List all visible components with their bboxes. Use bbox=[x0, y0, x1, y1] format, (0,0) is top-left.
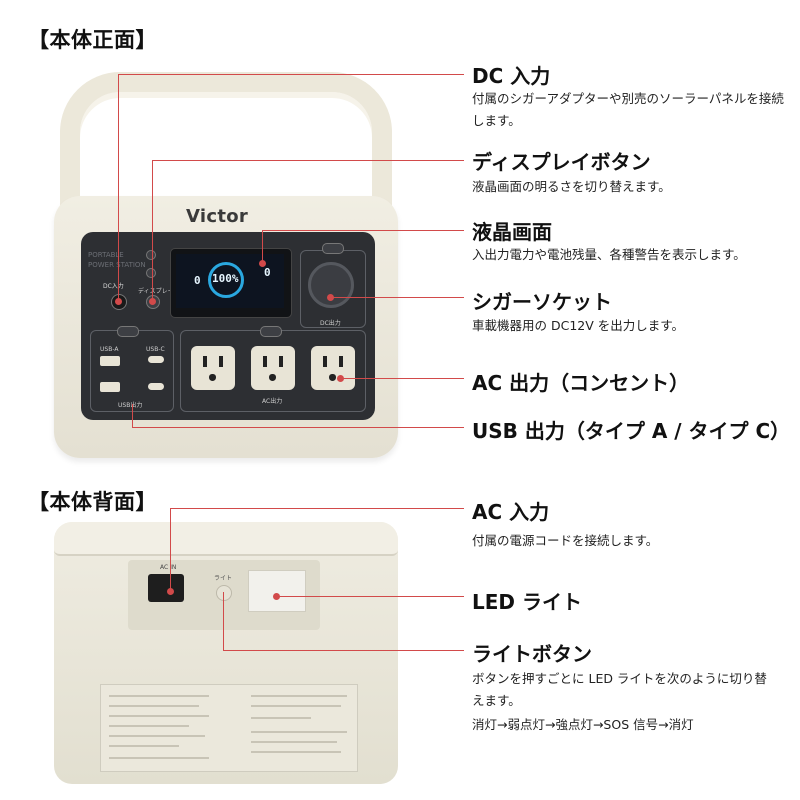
lcd-desc: 入出力電力や電池残量、各種警告を表示します。 bbox=[472, 247, 746, 262]
usb-a-port-1[interactable] bbox=[100, 356, 120, 366]
callout-line-display bbox=[152, 160, 464, 161]
light-button-desc: ボタンを押すごとに LED ライトを次のように切り替えます。 bbox=[472, 671, 767, 708]
front-section-title: 【本体正面】 bbox=[28, 28, 157, 52]
lcd-output-value: 0 bbox=[264, 266, 271, 279]
ac-output-text: AC出力 bbox=[262, 398, 283, 405]
ac-outlet-2[interactable] bbox=[251, 346, 295, 390]
ac-power-button[interactable] bbox=[146, 250, 156, 260]
callout-line-ac-in bbox=[170, 508, 464, 509]
usb-a-text: USB-A bbox=[100, 346, 119, 353]
dc-input-title: DC 入力 bbox=[472, 64, 551, 88]
dc-input-desc: 付属のシガーアダプターや別売のソーラーパネルを接続します。 bbox=[472, 91, 784, 128]
dc-output-power-button[interactable] bbox=[322, 243, 344, 254]
callout-line-display-v bbox=[152, 160, 153, 300]
usb-c-port-1[interactable] bbox=[148, 356, 164, 363]
back-section-title: 【本体背面】 bbox=[28, 490, 157, 514]
callout-line-lcd-v bbox=[262, 230, 263, 262]
usb-c-port-2[interactable] bbox=[148, 383, 164, 390]
cigar-socket-title: シガーソケット bbox=[472, 290, 612, 314]
usb-a-port-2[interactable] bbox=[100, 382, 120, 392]
callout-dot-led bbox=[273, 593, 280, 600]
ac-outlet-3[interactable] bbox=[311, 346, 355, 390]
ac-inlet-socket[interactable] bbox=[148, 574, 184, 602]
light-text: ライト bbox=[214, 575, 233, 582]
light-button-modes: 消灯→弱点灯→強点灯→SOS 信号→消灯 bbox=[472, 717, 694, 732]
led-light-title: LED ライト bbox=[472, 590, 582, 614]
callout-dot-lcd bbox=[259, 260, 266, 267]
led-light-panel bbox=[248, 570, 306, 612]
callout-line-ac-out bbox=[340, 378, 464, 379]
lcd-percent: 100% bbox=[212, 272, 239, 285]
usb-c-text: USB-C bbox=[146, 346, 165, 353]
cigar-socket[interactable] bbox=[308, 262, 354, 308]
ac-output-power-button[interactable] bbox=[260, 326, 282, 337]
callout-dot-ac-in bbox=[167, 588, 174, 595]
usb-output-text: USB出力 bbox=[118, 402, 143, 409]
callout-line-usb-v bbox=[132, 404, 133, 428]
callout-line-light-btn bbox=[223, 650, 464, 651]
callout-dot-ac-out bbox=[337, 375, 344, 382]
ac-output-title: AC 出力（コンセント） bbox=[472, 371, 690, 395]
display-button-desc: 液晶画面の明るさを切り替えます。 bbox=[472, 179, 671, 194]
callout-line-lcd bbox=[262, 230, 464, 231]
callout-dot-display bbox=[149, 298, 156, 305]
callout-line-ac-in-v bbox=[170, 508, 171, 590]
dc-power-button[interactable] bbox=[146, 268, 156, 278]
cigar-output-text: DC出力 bbox=[320, 320, 341, 327]
ac-input-title: AC 入力 bbox=[472, 500, 550, 524]
back-lid bbox=[54, 522, 398, 556]
callout-line-usb bbox=[132, 427, 464, 428]
lcd-input-value: 0 bbox=[194, 274, 201, 287]
panel-text: PORTABLE POWER STATION bbox=[88, 251, 146, 269]
brand-logo: Victor bbox=[186, 206, 249, 227]
light-button[interactable] bbox=[216, 585, 232, 601]
callout-line-led bbox=[276, 596, 464, 597]
usb-power-button[interactable] bbox=[117, 326, 139, 337]
lcd-title: 液晶画面 bbox=[472, 220, 552, 244]
callout-line-dc-input bbox=[118, 74, 464, 75]
carry-handle bbox=[60, 72, 392, 232]
display-button-text: ディスプレイ bbox=[138, 288, 174, 295]
usb-output-title: USB 出力（タイプ A / タイプ C） bbox=[472, 419, 791, 443]
display-button-title: ディスプレイボタン bbox=[472, 150, 651, 174]
ac-outlet-1[interactable] bbox=[191, 346, 235, 390]
ac-input-desc: 付属の電源コードを接続します。 bbox=[472, 533, 659, 548]
ac-in-text: AC IN bbox=[160, 564, 177, 571]
callout-line-cigar bbox=[330, 297, 464, 298]
callout-line-dc-input-v bbox=[118, 74, 119, 300]
callout-line-light-btn-v bbox=[223, 592, 224, 650]
cigar-socket-desc: 車載機器用の DC12V を出力します。 bbox=[472, 318, 685, 333]
callout-dot-dc-input bbox=[115, 298, 122, 305]
callout-dot-cigar bbox=[327, 294, 334, 301]
battery-ring bbox=[208, 262, 244, 298]
light-button-title: ライトボタン bbox=[472, 642, 592, 666]
spec-label-plate bbox=[100, 684, 358, 772]
dc-input-text: DC入力 bbox=[103, 283, 124, 290]
